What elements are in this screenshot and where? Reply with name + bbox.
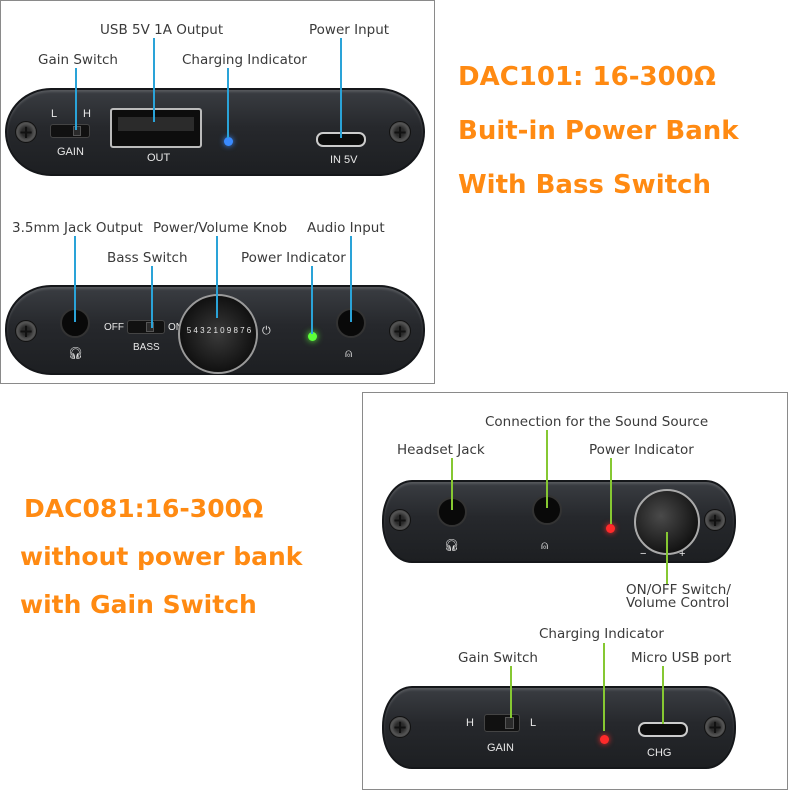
gain-h-text: H [466, 717, 474, 729]
gain-l-text: L [51, 108, 58, 120]
label-knob: Power/Volume Knob [153, 220, 288, 236]
power-led [606, 524, 615, 533]
gain-h-text: H [83, 108, 91, 120]
callout-line [510, 666, 512, 718]
audio-input-icon: ⍝ [345, 346, 353, 360]
label-power-input: Power Input [309, 22, 390, 38]
charging-led [600, 735, 609, 744]
screw-icon [15, 320, 37, 342]
label-gain-switch: Gain Switch [458, 650, 538, 666]
screw-icon [389, 509, 411, 531]
bass-text: BASS [133, 342, 160, 353]
label-onoff-2: Volume Control [626, 595, 730, 611]
callout-line [546, 430, 548, 508]
callout-line [153, 38, 155, 122]
chg-text: CHG [647, 747, 672, 759]
label-onoff-1: ON/OFF Switch/ [626, 582, 731, 598]
gain-l-text: L [530, 717, 537, 729]
gain-switch [484, 714, 520, 732]
screw-icon [389, 121, 411, 143]
callout-line [610, 458, 612, 524]
label-micro-usb: Micro USB port [631, 650, 732, 666]
callout-line [151, 266, 153, 328]
callout-line [74, 236, 76, 322]
callout-line [340, 38, 342, 138]
knob-digits: 5 4 3 2 1 0 9 8 7 6 [186, 326, 252, 335]
label-gain-switch: Gain Switch [38, 52, 118, 68]
dac081-headline-3: with Gain Switch [20, 590, 257, 619]
usb-a-port [110, 108, 202, 148]
label-usb-output: USB 5V 1A Output [100, 22, 224, 38]
label-jack-output: 3.5mm Jack Output [12, 220, 143, 236]
volume-knob: 5 4 3 2 1 0 9 8 7 6 [178, 294, 258, 374]
dac081-headline-2: without power bank [20, 542, 303, 571]
screw-icon [15, 121, 37, 143]
headphone-jack [60, 308, 90, 338]
callout-line [603, 643, 605, 731]
callout-line [311, 266, 313, 334]
screw-icon [704, 716, 726, 738]
bass-off-text: OFF [104, 322, 124, 333]
callout-line [75, 68, 77, 130]
bass-on-text: ON [168, 322, 180, 333]
callout-line [451, 458, 453, 510]
screw-icon [704, 509, 726, 531]
dac101-headline-2: Buit-in Power Bank [458, 116, 739, 146]
power-icon: ⏻ [262, 325, 271, 337]
label-charging-indicator: Charging Indicator [539, 626, 664, 642]
label-bass-switch: Bass Switch [107, 250, 188, 266]
screw-icon [389, 320, 411, 342]
power-led [308, 332, 317, 341]
minus-text: − [640, 548, 647, 560]
gain-text: GAIN [57, 146, 84, 158]
label-headset-jack: Headset Jack [397, 442, 485, 458]
callout-line [216, 236, 218, 318]
micro-usb-port [638, 722, 688, 737]
label-power-indicator: Power Indicator [241, 250, 346, 266]
dac101-headline-1: DAC101: 16-300Ω [458, 62, 716, 92]
charging-led [224, 137, 233, 146]
gain-text: GAIN [487, 742, 514, 754]
dac101-headline-3: With Bass Switch [458, 170, 711, 200]
out-text: OUT [147, 152, 171, 164]
gain-switch [50, 124, 90, 138]
label-audio-input: Audio Input [307, 220, 385, 236]
in5v-text: IN 5V [330, 154, 358, 166]
label-charging-indicator: Charging Indicator [182, 52, 307, 68]
audio-input-icon: ⍝ [541, 538, 549, 552]
callout-line [666, 532, 668, 584]
dac081-headline-1: DAC081:16-300Ω [24, 494, 264, 523]
bass-switch [127, 320, 165, 334]
label-power-indicator: Power Indicator [589, 442, 694, 458]
headphone-icon: 🎧︎ [68, 346, 84, 360]
plus-text: + [679, 548, 686, 560]
callout-line [227, 68, 229, 138]
callout-line [350, 236, 352, 322]
callout-line [662, 666, 664, 724]
headphone-icon: 🎧︎ [444, 538, 460, 552]
label-sound-source: Connection for the Sound Source [485, 414, 709, 430]
screw-icon [389, 716, 411, 738]
